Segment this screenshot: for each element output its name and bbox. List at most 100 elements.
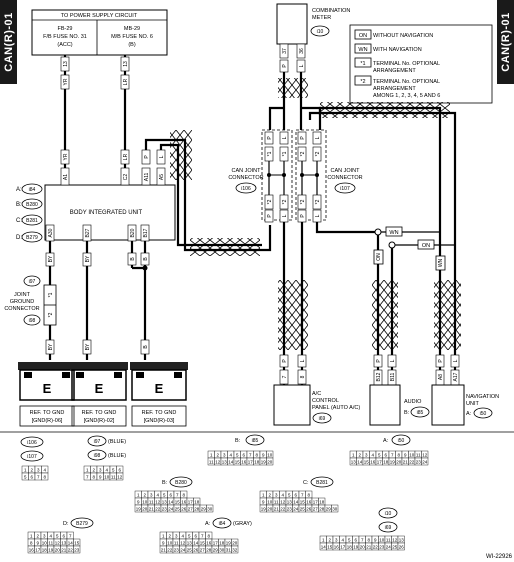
body-integrated-unit: BODY INTEGRATED UNIT A: i84 B: B280 C: B… (16, 183, 176, 243)
pin-number: 12 (180, 541, 186, 546)
pin-cell (73, 545, 81, 554)
pin-number: 14 (228, 460, 234, 465)
pin-number: 3 (175, 534, 178, 539)
svg-text:WN: WN (358, 47, 367, 53)
pin-number: 11 (274, 500, 279, 505)
svg-text:*2: *2 (315, 199, 321, 204)
svg-text:ARRANGEMENT: ARRANGEMENT (373, 68, 416, 74)
pin-number: 13 (287, 500, 293, 505)
svg-text:CAN JOINT: CAN JOINT (231, 168, 261, 174)
pin-number: 18 (347, 545, 353, 550)
svg-text:A5: A5 (159, 174, 165, 180)
svg-text:i85: i85 (417, 410, 424, 416)
svg-text:i69: i69 (385, 525, 392, 531)
pin-number: 8 (182, 493, 185, 498)
pin-number: 16 (241, 460, 247, 465)
pin-number: 7 (37, 475, 40, 480)
pin-number: 2 (143, 493, 146, 498)
svg-text:REF. TO GND: REF. TO GND (82, 410, 117, 416)
pin-number: 26 (181, 507, 187, 512)
pin-number: 30 (207, 507, 213, 512)
svg-text:L: L (159, 155, 165, 158)
pin-number: 2 (328, 538, 331, 543)
pin-number: 10 (267, 453, 273, 458)
pin-number: 20 (267, 507, 273, 512)
pin-number: 23 (74, 548, 80, 553)
pin-number: 27 (313, 507, 319, 512)
pin-number: 12 (55, 541, 61, 546)
svg-text:L: L (282, 214, 288, 217)
pin-number: 18 (42, 548, 48, 553)
pin-number: 7 (249, 453, 252, 458)
pin-number: 3 (223, 453, 226, 458)
pin-number: 8 (255, 453, 258, 458)
can-joint-left: P L *1 *1 *2 *2 P L CAN JOINT CONNECTOR … (228, 129, 293, 223)
pin-number: 12 (215, 460, 221, 465)
pin-number: 2 (168, 534, 171, 539)
pin-number: 20 (232, 541, 238, 546)
svg-text:[GND(R)-06]: [GND(R)-06] (32, 418, 63, 424)
pin-cell (206, 504, 214, 513)
svg-text:L: L (453, 359, 459, 362)
svg-text:i10: i10 (317, 29, 324, 35)
svg-text:ON: ON (376, 253, 382, 261)
svg-text:P: P (438, 359, 444, 363)
pin-number: 14 (321, 545, 327, 550)
svg-text:i107: i107 (27, 454, 37, 460)
svg-text:i97: i97 (94, 439, 101, 445)
bus-wires (308, 102, 457, 280)
svg-text:7: 7 (282, 375, 288, 378)
pin-number: 10 (267, 500, 273, 505)
pin-number: 25 (392, 545, 398, 550)
svg-text:i85: i85 (252, 438, 259, 444)
pin-number: 24 (422, 460, 428, 465)
section-tab-right: CAN(R)-01 (497, 0, 514, 84)
pin-number: 16 (306, 500, 312, 505)
pin-number: 24 (168, 507, 174, 512)
svg-text:37: 37 (282, 48, 288, 54)
svg-text:CONTROL: CONTROL (312, 398, 339, 404)
svg-text:i50: i50 (398, 438, 405, 444)
pin-number: 6 (30, 475, 33, 480)
pin-number: 4 (281, 493, 284, 498)
nav-wires: P L A8 A17 (434, 280, 461, 386)
pin-number: 15 (200, 541, 206, 546)
pin-number: 4 (229, 453, 232, 458)
svg-text:A17: A17 (453, 372, 459, 381)
legend: ON WITHOUT NAVIGATION WN WITH NAVIGATION… (349, 24, 493, 104)
svg-text:C:: C: (16, 218, 22, 224)
pin-number: 25 (187, 548, 193, 553)
svg-text:A:: A: (466, 411, 472, 417)
pin-number: 24 (293, 507, 299, 512)
svg-text:A:: A: (205, 521, 211, 527)
svg-text:BY: BY (85, 255, 91, 262)
pin-number: 6 (169, 493, 172, 498)
fuse-right-pin: 13 (123, 61, 129, 67)
pin-number: 3 (275, 493, 278, 498)
pin-number: 8 (207, 534, 210, 539)
pin-number: 25 (175, 507, 181, 512)
fuse-left-line1: FB-29 (58, 26, 73, 32)
pin-number: 18 (254, 460, 260, 465)
pin-number: 11 (174, 541, 179, 546)
pin-number: 12 (280, 500, 286, 505)
svg-text:i69: i69 (319, 416, 326, 422)
pin-number: 17 (313, 500, 319, 505)
pin-number: 7 (391, 453, 394, 458)
pin-number: 22 (68, 548, 74, 553)
svg-text:A/C: A/C (312, 391, 321, 397)
svg-text:ON: ON (359, 33, 367, 39)
svg-text:*1: *1 (282, 151, 288, 156)
svg-text:TERMINAL No. OPTIONAL: TERMINAL No. OPTIONAL (373, 79, 440, 85)
pin-number: 3 (37, 468, 40, 473)
pin-number: 19 (48, 548, 54, 553)
pin-cell (41, 472, 49, 481)
pin-number: 4 (49, 534, 52, 539)
pin-number: 5 (24, 475, 27, 480)
svg-text:B:: B: (16, 202, 22, 208)
